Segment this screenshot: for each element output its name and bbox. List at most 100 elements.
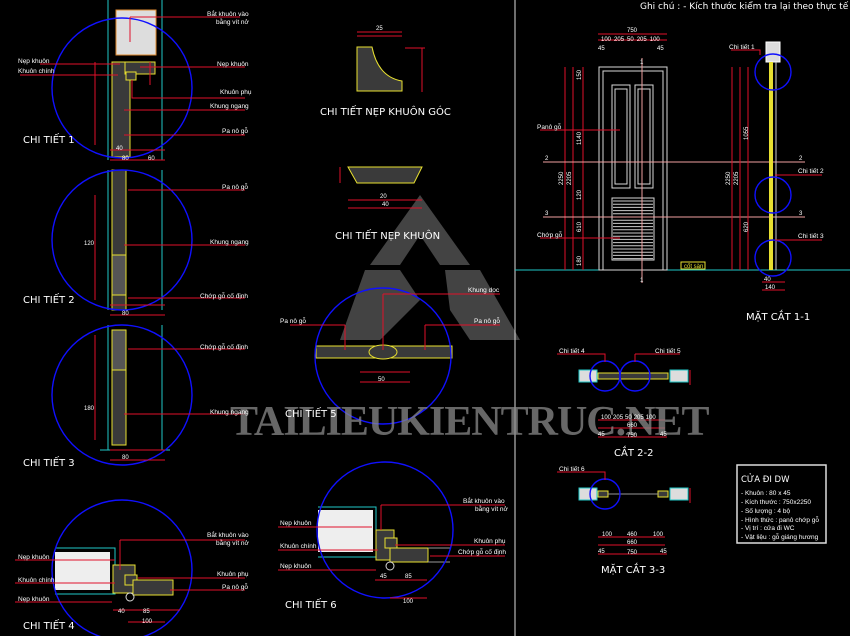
- dim: 2250: [726, 171, 732, 185]
- door-elevation: [540, 33, 805, 283]
- label: Khuôn chính: [18, 577, 55, 584]
- dim: 45: [598, 549, 605, 555]
- detail-6-title: CHI TIẾT 6: [285, 597, 337, 611]
- dim: 85: [405, 574, 412, 580]
- label: Khuôn phụ: [217, 571, 249, 578]
- dim: 45: [598, 432, 605, 438]
- label: Chi tiết 6: [559, 464, 585, 473]
- label: Nẹp khuôn: [280, 563, 312, 570]
- label: Bắt khuôn vào: [463, 496, 505, 505]
- detail-4-title: CHI TIẾT 4: [23, 618, 75, 632]
- label: Chi tiết 5: [655, 346, 681, 355]
- dim: 100: [653, 532, 664, 538]
- dim: 610: [577, 221, 583, 232]
- label: Nẹp khuôn: [217, 61, 249, 68]
- dim: 45: [660, 549, 667, 555]
- label: Chớp gỗ: [537, 230, 563, 239]
- label: Pa nô gỗ: [474, 316, 500, 325]
- nep-khuon: [339, 166, 423, 209]
- detail-1: [20, 0, 245, 161]
- label: bằng vít nở: [475, 504, 509, 513]
- cut-mark: 3: [545, 211, 549, 217]
- dim: 750: [627, 550, 638, 556]
- dim: 45: [598, 46, 605, 52]
- label: Chi tiết 3: [798, 231, 824, 240]
- section-1-1: [731, 41, 822, 291]
- info-line: - Vật liệu : gỗ giáng hương: [741, 532, 819, 541]
- label: Khuôn phụ: [474, 538, 506, 545]
- dim: 100: [602, 532, 613, 538]
- info-title: CỬA ĐI DW: [741, 473, 790, 485]
- info-line: - Hình thức : panô chớp gỗ: [741, 515, 819, 524]
- label: Bắt khuôn vào: [207, 9, 249, 18]
- label: Chớp gỗ cố định: [200, 342, 248, 351]
- cut-mark: 2: [545, 156, 549, 162]
- dim: 80: [122, 156, 129, 162]
- dim: 25: [376, 26, 383, 32]
- label: Pa nô gỗ: [222, 126, 248, 135]
- label: Nẹp khuôn: [18, 58, 50, 65]
- dim: 45: [380, 574, 387, 580]
- detail-3: [51, 324, 245, 466]
- dim: 40: [382, 202, 389, 208]
- floor-level-tag: cốt sàn: [684, 264, 703, 270]
- dim: 2205: [734, 171, 740, 185]
- detail-6: [278, 461, 505, 599]
- detail-2-title: CHI TIẾT 2: [23, 292, 75, 306]
- detail-1-title: CHI TIẾT 1: [23, 132, 75, 146]
- label: Chi tiết 2: [798, 166, 824, 175]
- dim: 1055: [744, 126, 750, 140]
- dim: 80: [122, 455, 129, 461]
- label: Khung ngang: [210, 409, 249, 416]
- cut-2-2: [557, 353, 691, 438]
- dim: 120: [84, 241, 95, 247]
- label: Chớp gỗ cố định: [200, 291, 248, 300]
- dim: 620: [744, 221, 750, 232]
- info-line: - Khuôn : 80 x 45: [741, 490, 791, 497]
- detail-4: [15, 499, 245, 636]
- dim: 40: [118, 609, 125, 615]
- label: Chi tiết 1: [729, 42, 755, 51]
- nep-khuon-goc-title: CHI TIẾT NẸP KHUÔN GÓC: [320, 104, 451, 118]
- dim: 20: [380, 194, 387, 200]
- watermark-text: TAILIEUKIENTRUC.NET: [230, 399, 709, 445]
- dim: 85: [143, 609, 150, 615]
- dim: 180: [577, 255, 583, 266]
- dim: 50: [378, 377, 385, 383]
- dim: 660: [627, 540, 638, 546]
- label: Khung ngang: [210, 103, 249, 110]
- label: Pa nô gỗ: [222, 182, 248, 191]
- label: Khuôn chính: [18, 68, 55, 75]
- dim: 100: [142, 619, 153, 625]
- detail-5: [290, 287, 500, 425]
- cut-mark: 2: [799, 156, 803, 162]
- cut-mark: 3: [799, 211, 803, 217]
- label: Pa nô gỗ: [222, 582, 248, 591]
- dim: 1140: [577, 131, 583, 145]
- nep-khuon-goc: [356, 31, 425, 92]
- nep-khuon-title: CHI TIẾT NẸP KHUÔN: [335, 228, 440, 242]
- watermark-logo: [340, 195, 520, 340]
- dim: 100: [403, 599, 414, 605]
- label: Khung dọc: [468, 287, 500, 294]
- dim: 45: [660, 432, 667, 438]
- cut-3-3-title: MẶT CẮT 3-3: [601, 562, 665, 576]
- info-line: - Vị trí : cửa đi WC: [741, 524, 795, 532]
- info-line: - Kích thước : 750x2250: [741, 499, 811, 506]
- label: Nẹp khuôn: [18, 554, 50, 561]
- label: bằng vít nở: [216, 538, 250, 547]
- dim: 40: [116, 146, 123, 152]
- label: Chi tiết 4: [559, 346, 585, 355]
- label: Bắt khuôn vào: [207, 530, 249, 539]
- label: Khung ngang: [210, 239, 249, 246]
- detail-3-title: CHI TIẾT 3: [23, 455, 75, 469]
- cut-mark: 1: [640, 60, 644, 66]
- label: Panô gỗ: [537, 122, 562, 131]
- dim: 750: [627, 433, 638, 439]
- label: Khuôn phụ: [220, 89, 252, 96]
- dim: 120: [577, 189, 583, 200]
- info-line: - Số lượng : 4 bộ: [741, 506, 790, 515]
